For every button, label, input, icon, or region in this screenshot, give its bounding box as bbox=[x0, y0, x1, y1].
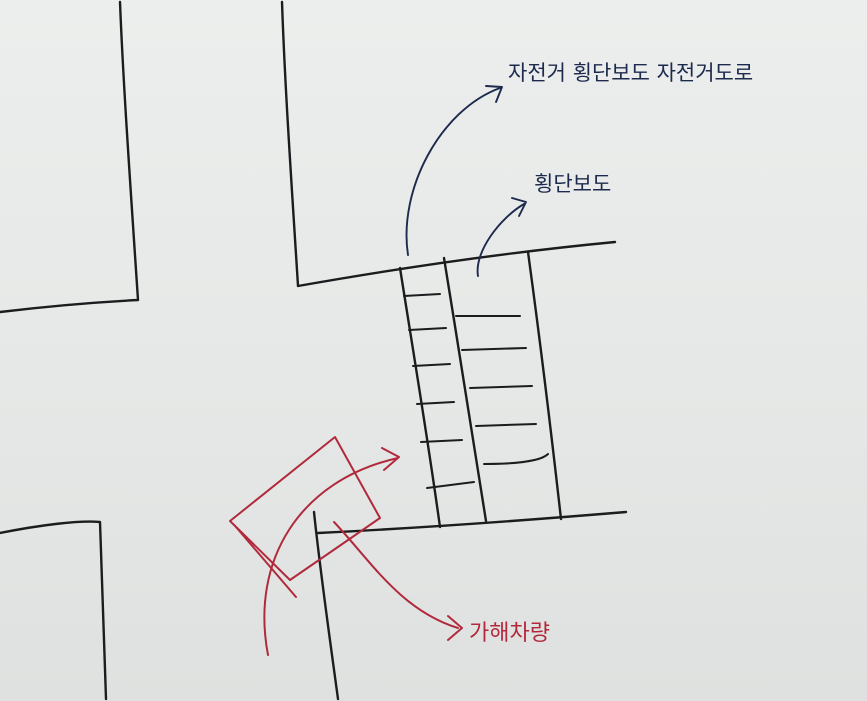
bottom-left-block-edge bbox=[0, 520, 108, 701]
bike-crossing-markings bbox=[403, 293, 475, 489]
offending-vehicle-label: 가해차량 bbox=[469, 621, 550, 646]
top-left-block-edge bbox=[0, 0, 140, 314]
bike-crossing-left-edge bbox=[398, 266, 442, 529]
bottom-right-road-edge bbox=[316, 510, 628, 535]
bottom-vertical-road-edge bbox=[312, 510, 340, 701]
vehicle-turn-path bbox=[263, 447, 400, 656]
vehicle-callout-arrow bbox=[333, 521, 463, 641]
bike-crossing-callout-arrow bbox=[405, 85, 503, 256]
crosswalk-stripes bbox=[455, 315, 549, 465]
crosswalk-callout-arrow bbox=[476, 197, 527, 277]
top-right-block-edge bbox=[280, 0, 617, 288]
bike-crossing-label: 자전거 횡단보도 자전거도로 bbox=[508, 61, 753, 85]
crossing-divider-line bbox=[442, 256, 488, 523]
crosswalk-label: 횡단보도 bbox=[534, 172, 611, 196]
crosswalk-right-edge bbox=[526, 250, 563, 521]
offending-vehicle-box bbox=[229, 436, 381, 598]
